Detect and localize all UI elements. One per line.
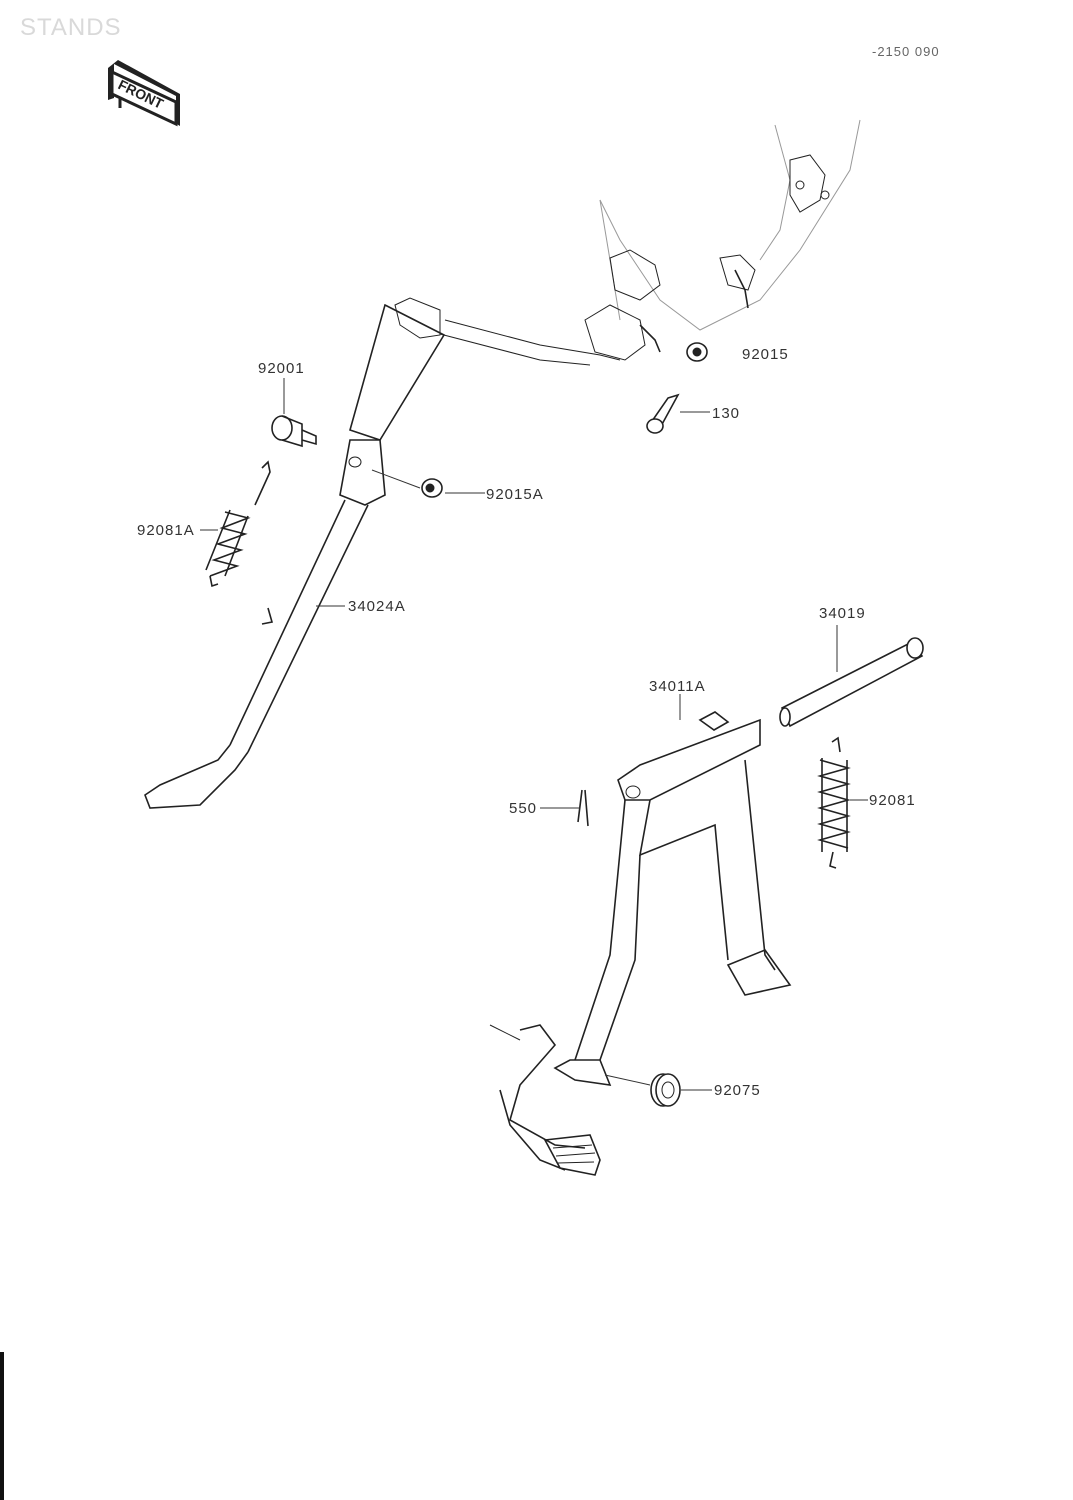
- side-stand: [144, 303, 446, 809]
- spring-92081: [817, 736, 851, 869]
- center-stand: [489, 711, 792, 1176]
- callout-92081a: 92081A: [137, 522, 195, 539]
- washer-550: [577, 789, 589, 827]
- rubber-92075: [650, 1073, 681, 1107]
- callout-34011a: 34011A: [649, 678, 706, 695]
- front-arrow-icon: FRONT: [108, 60, 180, 127]
- frame-outline: [394, 119, 861, 366]
- diagram-reference-code: -2150 090: [872, 44, 940, 59]
- callout-550: 550: [509, 800, 538, 817]
- diagram-title: STANDS: [20, 14, 122, 41]
- callout-92081: 92081: [869, 792, 916, 809]
- spring-92081a: [205, 460, 271, 588]
- callout-34019: 34019: [819, 605, 866, 622]
- callout-130: 130: [712, 405, 741, 422]
- scan-edge-mark: [0, 1352, 4, 1500]
- leader-lines: [200, 378, 868, 1091]
- callout-92075: 92075: [714, 1082, 761, 1099]
- shaft-34019: [779, 637, 924, 728]
- callout-92015: 92015: [742, 346, 789, 363]
- callout-92001: 92001: [258, 360, 305, 377]
- bolt-92001: [271, 415, 317, 448]
- callout-92015a: 92015A: [486, 486, 544, 503]
- bolt-130: [646, 393, 680, 434]
- callout-34024a: 34024A: [348, 598, 406, 615]
- nut-92015a: [421, 478, 443, 498]
- nut-92015: [686, 342, 708, 362]
